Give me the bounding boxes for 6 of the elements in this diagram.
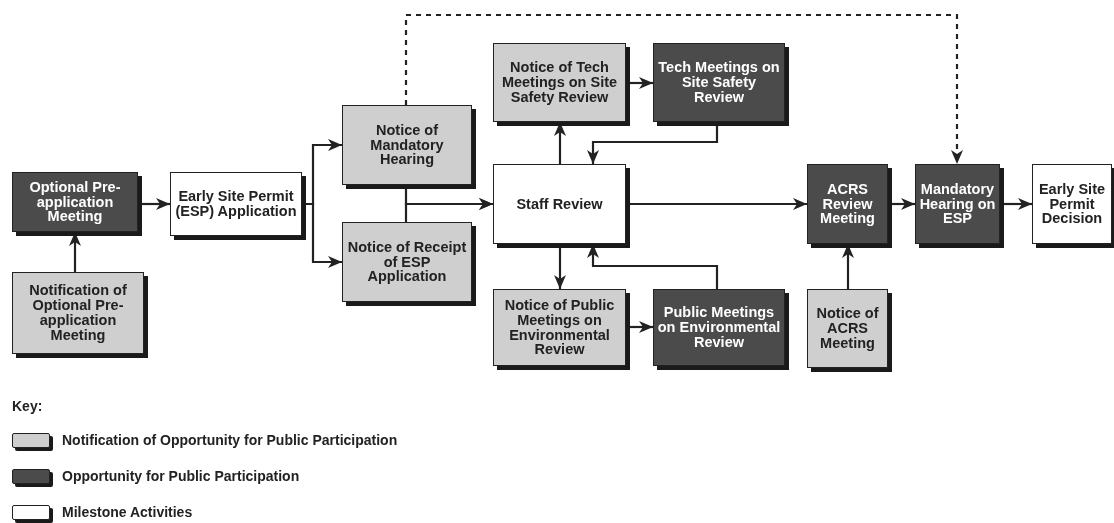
dashed-arrow	[404, 13, 963, 164]
legend-label: Opportunity for Public Participation	[62, 468, 300, 484]
arrow	[404, 198, 493, 222]
legend-label: Milestone Activities	[62, 504, 193, 520]
legend-label: Notification of Opportunity for Public Participation	[62, 432, 398, 448]
key-heading: Key:	[12, 398, 43, 414]
